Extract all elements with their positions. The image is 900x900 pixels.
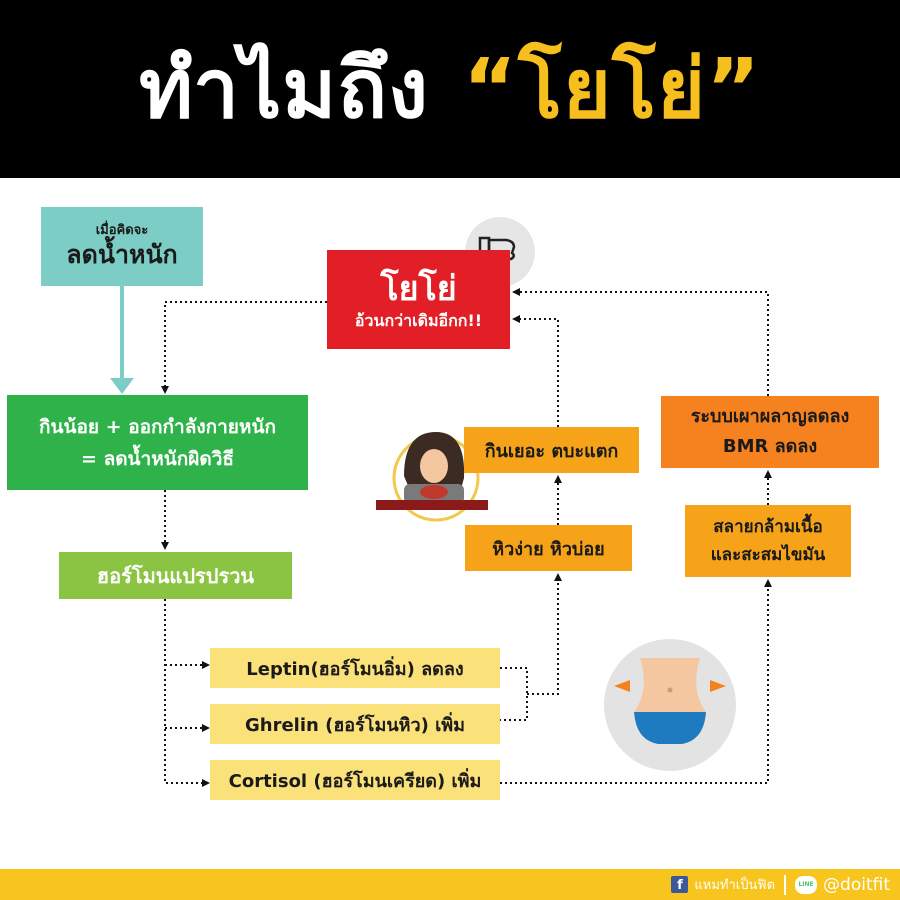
title-text: ทำไมถึง <box>138 42 430 137</box>
lose-weight-box: เมื่อคิดจะ ลดน้ำหนัก <box>41 207 203 286</box>
arrow-bmr-to-yoyo <box>512 288 769 396</box>
leptin-box: Leptin(ฮอร์โมนอิ่ม) ลดลง <box>210 648 500 688</box>
arrow-to-hungry <box>527 573 562 695</box>
eating-woman-illustration <box>376 432 488 522</box>
ghrelin-box: Ghrelin (ฮอร์โมนหิว) เพิ่ม <box>210 704 500 744</box>
wrong-diet-box: กินน้อย + ออกกำลังกายหนัก = ลดน้ำหนักผิด… <box>7 395 308 490</box>
bmr-line1: ระบบเผาผลาญลดลง <box>690 406 850 427</box>
muscle-loss-line2: และสะสมไขมัน <box>710 545 826 565</box>
overeating-box: กินเยอะ ตบะแตก <box>464 427 639 473</box>
arrow-to-cortisol <box>164 599 210 787</box>
teal-arrow-head <box>110 378 134 394</box>
muscle-loss-line1: สลายกล้ามเนื้อ <box>713 517 823 537</box>
lose-weight-prefix: เมื่อคิดจะ <box>95 222 149 238</box>
footer-credits: f แหมทำเป็นฟิต LINE @doitfit <box>671 869 890 900</box>
page-title: ทำไมถึง “โยโย่” <box>0 0 900 178</box>
belly-waist-icon <box>604 639 736 771</box>
bmr-box: ระบบเผาผลาญลดลง BMR ลดลง <box>661 396 879 468</box>
lose-weight-label: ลดน้ำหนัก <box>66 239 178 269</box>
yoyo-box: โยโย่ อ้วนกว่าเดิมอีกก!! <box>327 250 510 349</box>
bmr-line2: BMR ลดลง <box>722 436 818 457</box>
facebook-icon[interactable]: f <box>671 876 689 893</box>
yoyo-label: โยโย่ <box>380 268 457 309</box>
title-highlight: “โยโย่” <box>463 42 762 137</box>
bracket-leptin-ghrelin <box>500 667 528 721</box>
muscle-loss-box: สลายกล้ามเนื้อ และสะสมไขมัน <box>685 505 851 577</box>
wrong-diet-line2: = ลดน้ำหนักผิดวิธี <box>81 447 234 470</box>
footer-bar: f แหมทำเป็นฟิต LINE @doitfit <box>0 869 900 900</box>
line-icon[interactable]: LINE <box>795 875 818 894</box>
arrow-yoyo-to-diet <box>161 301 327 394</box>
hungry-box: หิวง่าย หิวบ่อย <box>465 525 632 571</box>
hormone-box: ฮอร์โมนแปรปรวน <box>59 552 292 599</box>
arrow-eat-to-yoyo <box>512 315 559 427</box>
header-bar <box>0 0 900 178</box>
line-handle[interactable]: @doitfit <box>823 874 890 895</box>
wrong-diet-line1: กินน้อย + ออกกำลังกายหนัก <box>39 415 276 438</box>
cortisol-box: Cortisol (ฮอร์โมนเครียด) เพิ่ม <box>210 760 500 800</box>
footer-divider <box>784 874 787 895</box>
yoyo-sublabel: อ้วนกว่าเดิมอีกก!! <box>354 310 483 330</box>
facebook-page-name[interactable]: แหมทำเป็นฟิต <box>694 878 776 893</box>
